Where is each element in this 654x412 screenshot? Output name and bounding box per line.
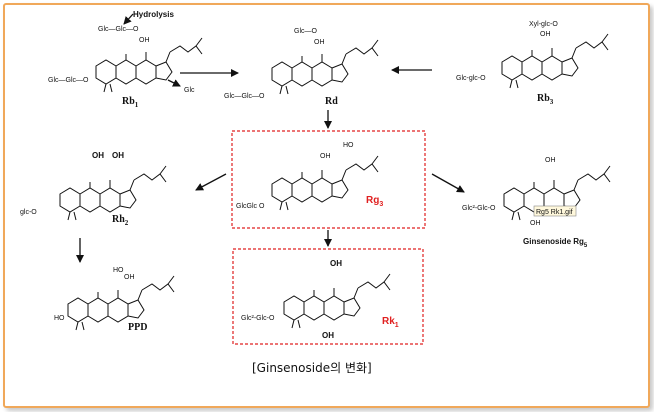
rb3-left-glycoside: Glc-glc-O [456,75,486,82]
rg5-label: Ginsenoside Rg5 [523,237,588,249]
figure-caption: [Ginsenoside의 변화] [252,361,372,375]
ppd-left-ho: HO [54,315,65,322]
rd-left-glycoside: Glc—Glc—O [224,93,265,100]
rg5-oh1-label: OH [545,157,556,164]
rk1-label: Rk1 [382,316,399,329]
rb1-oh-label: OH [139,37,150,44]
rg5-oh2-label: OH [530,220,541,227]
rg3-ho-label: HO [343,142,354,149]
rh2-oh2-label: OH [112,151,124,160]
rg3-structure: HO OH GlcGlc O Rg3 [236,142,383,211]
rg5-image-tag [533,205,577,217]
rk1-oh2-label: OH [322,331,334,340]
rk1-left-glycoside: Glc²-Glc-O [241,315,275,322]
arrow-rg3-to-rh2 [195,173,227,191]
rd-label: Rd [325,96,338,107]
rg5-left-glycoside: Glc²-Glc-O [462,205,496,212]
rh2-label: Rh2 [112,214,129,227]
glc-label: Glc [184,87,195,94]
rk1-highlight-box [232,248,424,345]
rb1-structure: Hydrolysis Glc—Glc—O OH Glc—Glc—O Rb1 Gl… [48,10,203,109]
glc-release-arrow [167,79,181,87]
rb3-top-glycoside: Xyl-glc-O [529,21,558,28]
rb3-structure: Xyl-glc-O OH Glc-glc-O Rb3 [456,21,609,106]
rb3-oh-label: OH [540,31,551,38]
ppd-oh-label: OH [124,274,135,281]
ppd-structure: HO OH HO PPD [54,267,175,333]
rb3-label: Rb3 [537,93,554,106]
rk1-oh1-label: OH [330,259,342,268]
rk1-structure: OH Glc²-Glc-O OH Rk1 [241,259,399,340]
rg3-highlight-box [231,130,426,229]
ppd-label: PPD [128,322,147,333]
rb1-left-glycoside: Glc—Glc—O [48,77,89,84]
rg5-image-tag-text: Rg5 Rk1.gif [536,209,573,216]
rg3-left-glycoside: GlcGlc O [236,203,265,210]
hydrolysis-label: Hydrolysis [133,10,174,19]
rd-top-glycoside: Glc—O [294,28,318,35]
rd-oh-label: OH [314,39,325,46]
hydrolysis-arrow [123,13,134,25]
ppd-ho-label: HO [113,267,124,274]
rg3-label: Rg3 [366,195,383,208]
rb1-label: Rb1 [122,96,139,109]
rb1-top-glycoside: Glc—Glc—O [98,26,139,33]
rg3-oh-label: OH [320,153,331,160]
rh2-structure: OH OH glc-O Rh2 [20,151,167,227]
rh2-left-glycoside: glc-O [20,209,37,216]
rh2-oh1-label: OH [92,151,104,160]
arrow-rg3-to-rg5 [431,173,465,193]
rg5-structure: OH Glc²-Glc-O Rg5 Rk1.gif OH Ginsenoside… [462,157,611,249]
rd-structure: Glc—O OH Glc—Glc—O Rd [224,28,379,107]
